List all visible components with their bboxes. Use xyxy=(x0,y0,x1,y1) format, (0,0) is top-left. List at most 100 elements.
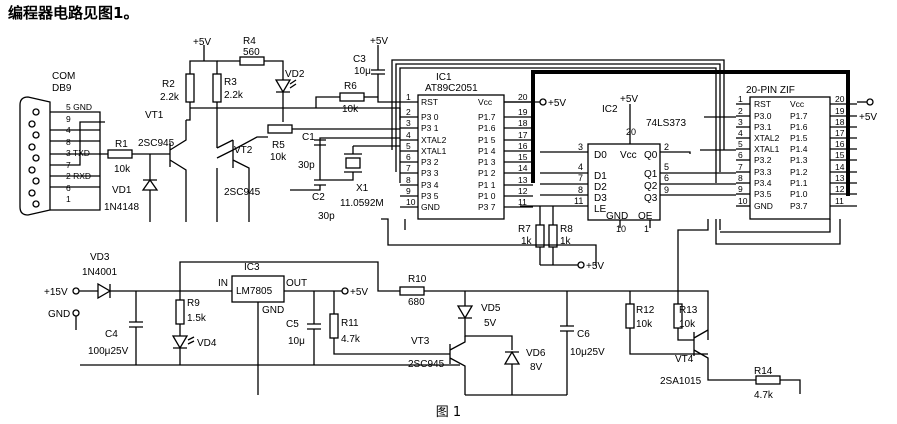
r2-resistor xyxy=(185,73,195,103)
ic2-p10: 10 xyxy=(616,224,626,234)
ic2-d3: D3 xyxy=(594,193,607,204)
c3-ref: C3 xyxy=(353,54,366,65)
ic2-pin8: 8 xyxy=(578,185,583,195)
ic3-name: LM7805 xyxy=(236,286,273,297)
ic1-pin-number: 5 xyxy=(406,141,411,151)
ic1-pin-name: P3 3 xyxy=(421,168,439,178)
r5-value: 10k xyxy=(270,152,287,163)
vd4-ref: VD4 xyxy=(197,338,217,349)
ic1-pin-number: 17 xyxy=(518,130,528,140)
vd3-diode xyxy=(97,282,112,300)
vt4-ref: VT4 xyxy=(675,354,694,365)
c2-value: 30p xyxy=(318,211,335,222)
zif-pin-name: P1.2 xyxy=(790,167,808,177)
ic1-pin-number: 10 xyxy=(406,197,416,207)
zif-pin-number: 7 xyxy=(738,162,743,172)
ic1-pin-number: 3 xyxy=(406,118,411,128)
ic1-pin-number: 11 xyxy=(518,197,527,207)
ic2-le: LE xyxy=(594,204,607,215)
db9-pin xyxy=(32,131,40,139)
vd5-ref: VD5 xyxy=(481,303,501,314)
ic2-pin9: 9 xyxy=(664,185,669,195)
r1-resistor xyxy=(107,149,133,159)
r4-ref: R4 xyxy=(243,36,256,47)
ic1-pin-name: P3 5 xyxy=(421,191,439,201)
r6-ref: R6 xyxy=(344,81,357,92)
r9-ref: R9 xyxy=(187,298,200,309)
zif-pin-name: Vcc xyxy=(790,99,805,109)
ic3-out-vcc: +5V xyxy=(350,287,368,298)
ic2-pin2: 2 xyxy=(664,142,669,152)
r6-resistor xyxy=(339,92,365,102)
ic1-pin-number: 2 xyxy=(406,107,411,117)
db9-pin xyxy=(32,200,40,208)
zif-pin-number: 9 xyxy=(738,184,743,194)
zif-pin-number: 15 xyxy=(835,150,845,160)
zif-pin-name: P3.1 xyxy=(754,122,772,132)
vd6-zener xyxy=(503,350,521,365)
ic2-name: 74LS373 xyxy=(646,118,686,129)
db9-pin-label: 8 xyxy=(66,137,71,147)
ic2-q1: Q1 xyxy=(644,169,658,180)
r7-resistor xyxy=(535,224,545,248)
vd2-led xyxy=(274,79,292,94)
ic2-q2: Q2 xyxy=(644,181,658,192)
zif-pin-number: 5 xyxy=(738,139,743,149)
com-title: COM xyxy=(52,71,75,82)
ic1-pin-name: P1.7 xyxy=(478,112,496,122)
ic2-q3: Q3 xyxy=(644,193,658,204)
zif-pin-number: 8 xyxy=(738,173,743,183)
ic2-d1: D1 xyxy=(594,171,607,182)
vd6-value: 8V xyxy=(530,362,543,373)
ic1-pin-name: RST xyxy=(421,97,438,107)
r12-ref: R12 xyxy=(636,305,655,316)
ic1-pin-number: 9 xyxy=(406,186,411,196)
zif-pin-number: 4 xyxy=(738,128,743,138)
ic1-pin-number: 14 xyxy=(518,163,528,173)
db9-pin xyxy=(28,143,36,151)
ic1-pin-number: 8 xyxy=(406,175,411,185)
ic1-pin-number: 20 xyxy=(518,92,528,102)
r2-value: 2.2k xyxy=(160,92,180,103)
db9-pin xyxy=(32,108,40,116)
zif-pin-number: 16 xyxy=(835,139,845,149)
ic2-oe: OE xyxy=(638,211,653,222)
x1-value: 11.0592M xyxy=(340,198,384,209)
ic2-gnd: GND xyxy=(606,211,628,222)
ic1-pin-name: P1 3 xyxy=(478,157,496,167)
vt1-value: 2SC945 xyxy=(138,138,175,149)
zif-pin-name: P3.4 xyxy=(754,178,772,188)
zif-pin-name: P3.2 xyxy=(754,155,772,165)
ic1-pin-number: 7 xyxy=(406,163,411,173)
ic2-vcc: +5V xyxy=(620,94,638,105)
zif-pin-name: XTAL1 xyxy=(754,144,780,154)
x1-ref: X1 xyxy=(356,183,369,194)
vd3-value: 1N4001 xyxy=(82,267,117,278)
zif-pin-name: P1.3 xyxy=(790,155,808,165)
ic1-vcc-label: +5V xyxy=(548,98,566,109)
ic1-pin-name: GND xyxy=(421,202,440,212)
ic2-d0: D0 xyxy=(594,150,607,161)
r11-resistor xyxy=(329,313,339,339)
r14-ref: R14 xyxy=(754,366,773,377)
zif-pin-name: P3.7 xyxy=(790,201,808,211)
r8-ref: R8 xyxy=(560,224,573,235)
ic2-pin6: 6 xyxy=(664,173,669,183)
r13-ref: R13 xyxy=(679,305,698,316)
db9-pin xyxy=(32,154,40,162)
vd5-zener xyxy=(456,305,474,320)
ic1-pin-name: P1 0 xyxy=(478,191,496,201)
r12-resistor xyxy=(625,303,635,329)
c6-ref: C6 xyxy=(577,329,590,340)
r3-resistor xyxy=(212,73,222,103)
zif-pin-name: P1.4 xyxy=(790,144,808,154)
zif-pin-name: RST xyxy=(754,99,771,109)
r3-value: 2.2k xyxy=(224,90,244,101)
zif-pin-name: P3.0 xyxy=(754,111,772,121)
r4-resistor xyxy=(239,56,265,66)
c2-ref: C2 xyxy=(312,192,325,203)
ic2-ref: IC2 xyxy=(602,104,618,115)
db9-pin-label: 1 xyxy=(66,194,71,204)
reset-and-crystal: +5V C3 10μ R6 10k C1 30p C2 30p X1 11.05… xyxy=(290,36,400,222)
